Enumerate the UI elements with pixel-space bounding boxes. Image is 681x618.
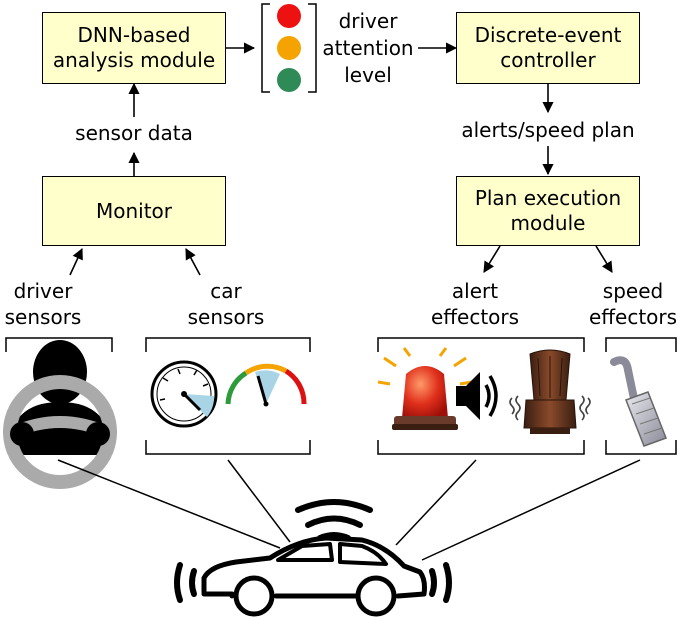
dnn-analysis-module-box: DNN-based analysis module xyxy=(42,12,226,84)
speed-effectors-line1: speed xyxy=(602,279,664,303)
car-sensors-label: car sensors xyxy=(176,278,276,330)
dnn-label-line2: analysis module xyxy=(52,48,216,72)
attention-traffic-light xyxy=(277,4,301,92)
car-sensors-line1: car xyxy=(210,279,242,303)
controller-label-line2: controller xyxy=(500,48,596,72)
speaker-icon xyxy=(456,372,498,420)
flow-arrows xyxy=(69,42,613,276)
attention-level-label: driver attention level xyxy=(318,8,418,89)
driver-sensors-label: driver sensors xyxy=(0,278,86,330)
dnn-label-line1: DNN-based xyxy=(77,23,191,47)
alert-effectors-label: alert effectors xyxy=(420,278,530,330)
car-sensors-line2: sensors xyxy=(187,305,265,329)
car-connectors xyxy=(57,459,641,561)
attention-line3: level xyxy=(344,63,392,87)
arrow-car-sensors-to-monitor xyxy=(185,248,201,276)
vibrating-seat-icon xyxy=(509,349,591,434)
driver-steering-icon xyxy=(3,340,117,489)
attention-light-medium xyxy=(277,36,301,60)
driver-sensors-line2: sensors xyxy=(4,305,82,329)
monitor-box: Monitor xyxy=(42,176,226,246)
alert-effectors-line1: alert xyxy=(451,279,499,303)
pedal-icon xyxy=(610,356,667,447)
discrete-event-controller-box: Discrete-event controller xyxy=(456,12,640,84)
controller-label-line1: Discrete-event xyxy=(474,23,622,47)
alert-effectors-line2: effectors xyxy=(430,305,520,329)
monitor-label: Monitor xyxy=(95,198,173,223)
arrow-plan-to-alert-effectors xyxy=(483,245,501,273)
attention-bracket xyxy=(261,3,317,93)
attention-light-low xyxy=(277,68,301,92)
siren-icon xyxy=(377,347,473,430)
arrow-plan-to-speed-effectors xyxy=(595,245,613,273)
plan-label-line1: Plan execution xyxy=(474,186,622,210)
icon-brackets xyxy=(5,337,677,455)
connected-car-icon xyxy=(174,499,452,617)
speed-effectors-label: speed effectors xyxy=(586,278,680,330)
attention-line2: attention xyxy=(322,36,414,60)
arrow-driver-sensors-to-monitor xyxy=(69,247,83,276)
attention-light-high xyxy=(277,4,301,28)
speed-effectors-line2: effectors xyxy=(588,305,678,329)
plan-execution-module-box: Plan execution module xyxy=(456,176,640,246)
plan-label-line2: module xyxy=(510,211,586,235)
gauge-icon xyxy=(225,363,307,407)
sensor-data-label: sensor data xyxy=(75,121,193,145)
attention-line1: driver xyxy=(338,9,398,33)
alerts-speed-plan-label: alerts/speed plan xyxy=(461,118,635,142)
driver-sensors-line1: driver xyxy=(13,279,73,303)
speedometer-icon xyxy=(150,360,218,428)
